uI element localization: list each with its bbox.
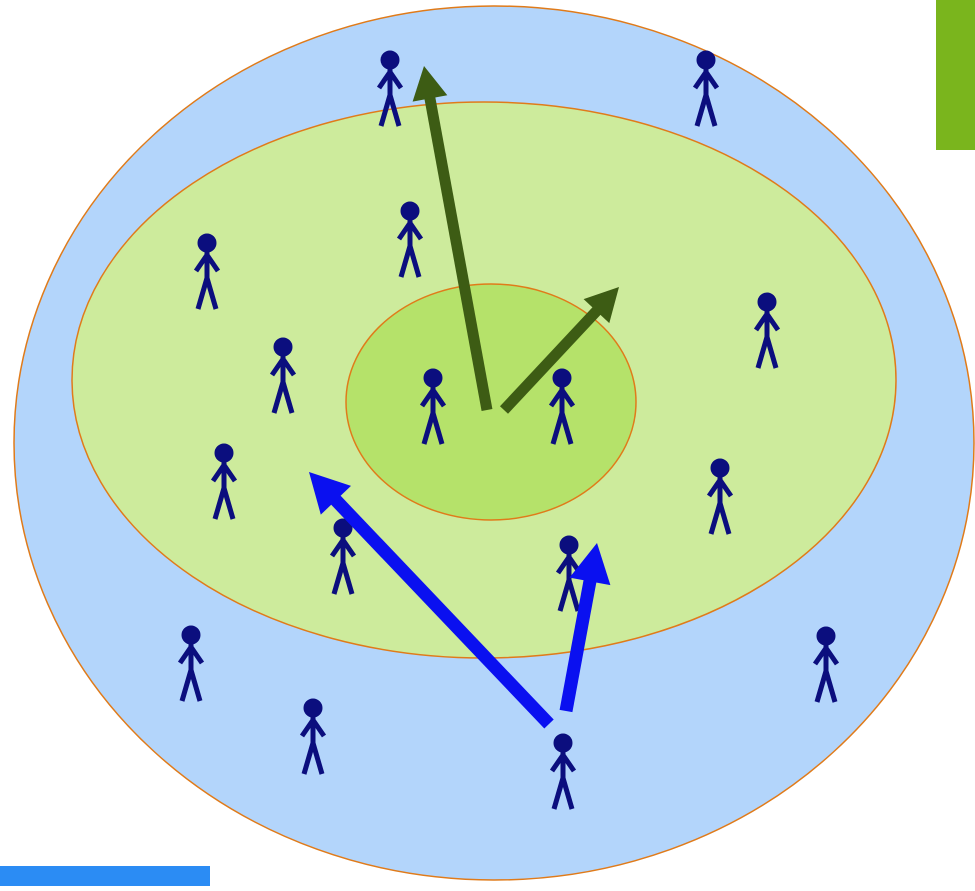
arrow-head-icon	[412, 66, 448, 102]
arrow-head-icon	[583, 287, 619, 324]
arrow-shaft	[329, 494, 554, 729]
corner-tab-blue	[0, 866, 210, 886]
blue-arrow-left	[309, 472, 554, 729]
blue-arrow-up	[559, 543, 611, 713]
arrow-head-icon	[569, 543, 611, 586]
green-arrow-diagonal	[499, 287, 619, 414]
arrow-shaft	[559, 578, 597, 713]
corner-tab-green	[936, 0, 975, 150]
arrow-head-icon	[309, 472, 351, 515]
arrow-shaft	[499, 305, 602, 414]
green-arrow-up	[412, 66, 493, 411]
arrow-shaft	[424, 95, 493, 411]
